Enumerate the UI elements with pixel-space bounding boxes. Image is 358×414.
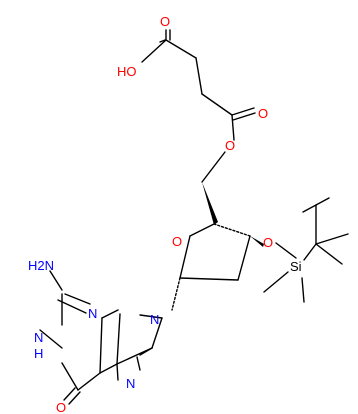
label-h-n1: H [34,346,43,361]
wedge-bond-c3-o [250,236,264,247]
label-o-acid-carbonyl: O [160,14,170,29]
label-n3: N [88,306,97,321]
deoxyribose-ring [171,182,264,311]
label-o-silyl: O [263,235,273,250]
label-o6: O [56,400,66,414]
tbs-group [263,197,349,303]
label-o-ester-carbonyl: O [258,106,268,121]
label-o-ester: O [225,138,235,153]
wedge-bond-c4-c5 [202,182,218,225]
succinate-chain [141,29,256,183]
label-n7: N [126,376,135,391]
label-si: Si [290,259,302,274]
label-nh2: H2N [28,258,54,273]
atom-labels: O HO O O O O Si H2N N N N H N O [28,14,302,414]
label-o-ring: O [172,234,182,249]
guanine-base [39,270,163,405]
label-n1: N [34,330,43,345]
label-n9: N [150,312,159,327]
label-oh: HO [117,64,137,79]
